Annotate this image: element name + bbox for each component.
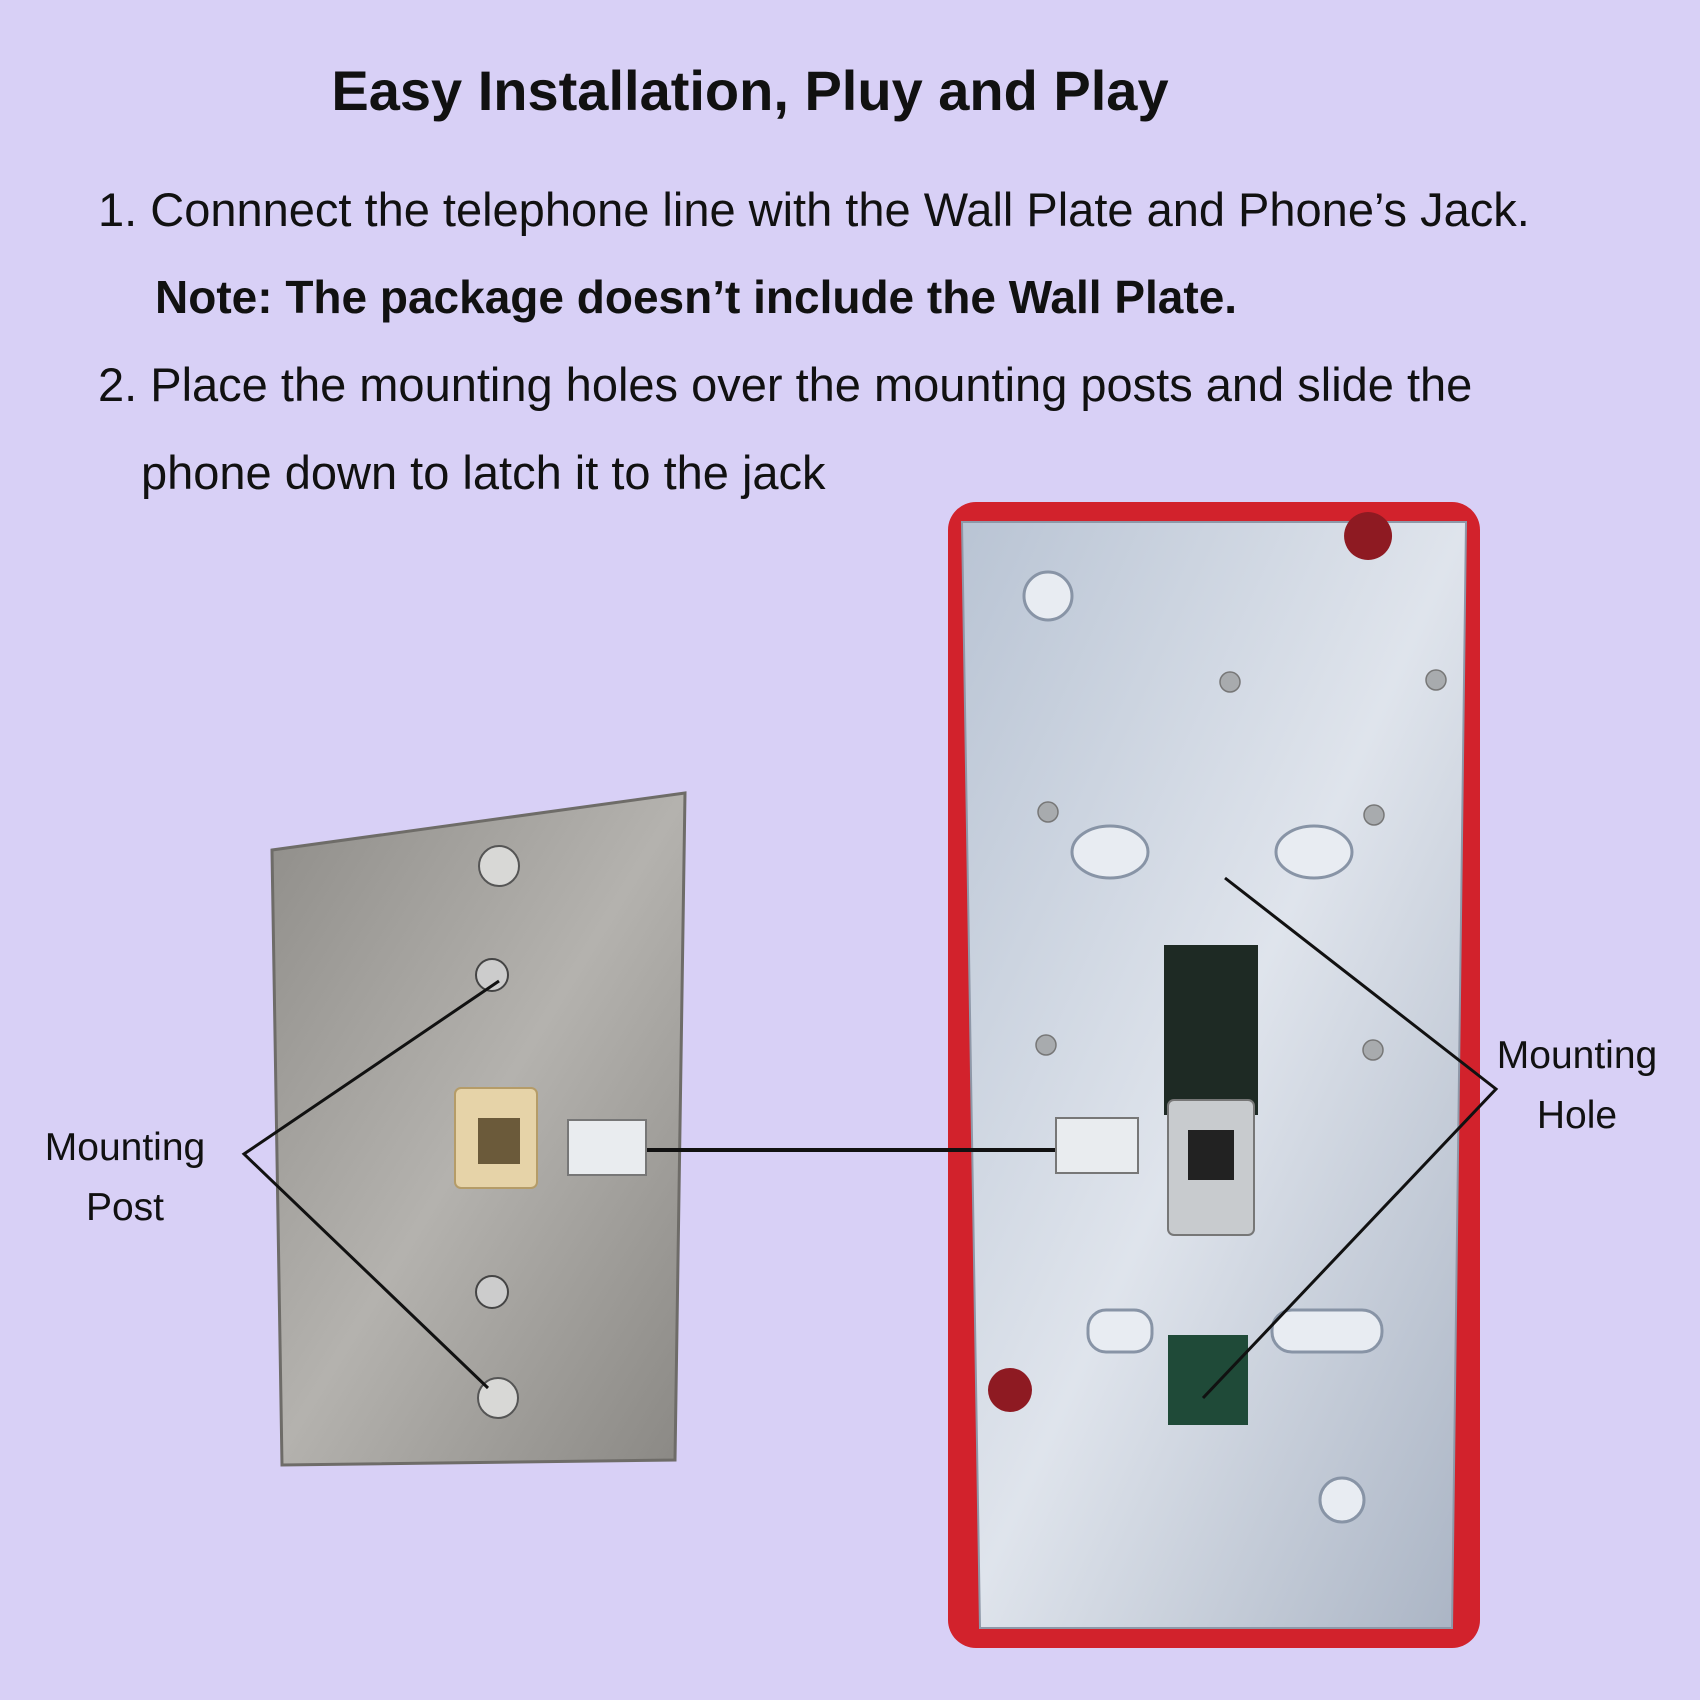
screw-icon <box>475 1275 509 1309</box>
label-line: Post <box>85 1186 165 1229</box>
phone-back <box>948 502 1480 1648</box>
mounting-post-top <box>478 845 520 887</box>
label-line: Mounting <box>1496 1034 1658 1077</box>
label-line: Mounting <box>44 1126 206 1169</box>
step-2-text-continued: phone down to latch it to the jack <box>141 446 826 499</box>
screw-icon <box>475 958 509 992</box>
rj11-plug <box>1055 1117 1139 1174</box>
wall-plate <box>270 791 687 1467</box>
step-1-text: 1. Connnect the telephone line with the … <box>98 183 1530 236</box>
callout-lines <box>241 876 1499 1400</box>
rj11-plug <box>567 1119 647 1176</box>
note-text: Note: The package doesn’t include the Wa… <box>155 271 1238 323</box>
mounting-hole-bottom <box>1168 1335 1248 1425</box>
mounting-hole-label: Mounting Hole <box>1482 1026 1672 1146</box>
cable-slot <box>1164 945 1258 1115</box>
label-line: Hole <box>1536 1094 1618 1137</box>
mounting-post-label: Mounting Post <box>30 1118 220 1238</box>
telephone-cable <box>567 1117 1139 1176</box>
page-title: Easy Installation, Pluy and Play <box>331 59 1169 122</box>
step-2-text: 2. Place the mounting holes over the mou… <box>98 358 1473 411</box>
